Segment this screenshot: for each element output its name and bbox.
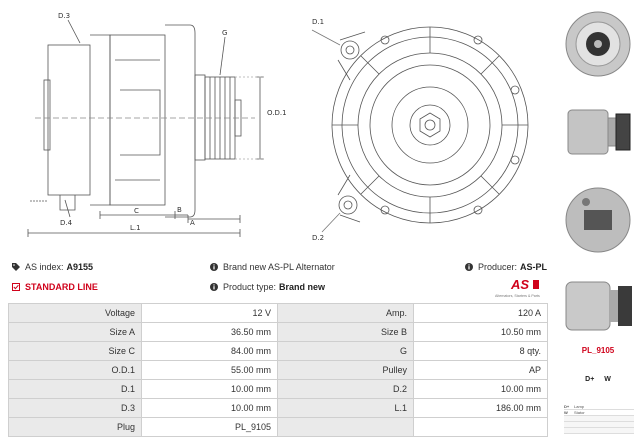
- spec-value: AP: [413, 360, 548, 380]
- label-a: A: [190, 219, 195, 227]
- label-c: C: [134, 207, 139, 215]
- spec-value: 10.00 mm: [141, 379, 278, 399]
- legend-row: D+ Lamp: [564, 404, 634, 410]
- spec-label: Size B: [277, 322, 414, 342]
- spec-label: O.D.1: [8, 360, 142, 380]
- photo-angle-view[interactable]: [556, 266, 640, 344]
- spec-value: [413, 417, 548, 437]
- info-icon: [210, 263, 218, 271]
- as-pl-logo: AS Alternators, Starters & Parts: [495, 277, 540, 298]
- standard-line: STANDARD LINE: [12, 282, 98, 292]
- spec-label: D.2: [277, 379, 414, 399]
- spec-value: 55.00 mm: [141, 360, 278, 380]
- spec-value: 8 qty.: [413, 341, 548, 361]
- product-type-value: Brand new: [279, 282, 326, 292]
- legend-desc: Stator: [574, 410, 585, 415]
- legend-row: W Stator: [564, 410, 634, 416]
- spec-label: G: [277, 341, 414, 361]
- as-index-value: A9155: [66, 262, 94, 272]
- tag-icon: [12, 263, 20, 271]
- label-d1: D.1: [312, 18, 324, 26]
- spec-label: L.1: [277, 398, 414, 418]
- photo-side-view[interactable]: [556, 92, 640, 170]
- legend-blank-row: [564, 416, 634, 422]
- spec-value: 12 V: [141, 303, 278, 323]
- legend-desc: Lamp: [574, 404, 585, 409]
- producer-label: Producer:: [478, 262, 518, 272]
- logo-tagline: Alternators, Starters & Parts: [495, 294, 540, 298]
- plug-pins: D+ W: [585, 376, 611, 383]
- label-od1: O.D.1: [267, 109, 287, 117]
- info-icon: [210, 283, 218, 291]
- spec-label: Size C: [8, 341, 142, 361]
- label-d4: D.4: [60, 219, 73, 227]
- spec-label: Size A: [8, 322, 142, 342]
- alternator-side-drawing: D.3 G O.D.1 D.4 C B A L.1: [27, 12, 287, 237]
- as-index-label: AS index:: [25, 262, 64, 272]
- info-icon: [465, 263, 473, 271]
- product-type: Product type: Brand new: [210, 282, 325, 292]
- label-d2: D.2: [312, 234, 324, 242]
- spec-value: 10.00 mm: [413, 379, 548, 399]
- photo-front-view[interactable]: [556, 4, 640, 82]
- label-d3: D.3: [58, 12, 70, 20]
- spec-label: Amp.: [277, 303, 414, 323]
- spec-label: Voltage: [8, 303, 142, 323]
- spec-value: 10.50 mm: [413, 322, 548, 342]
- spec-label: Pulley: [277, 360, 414, 380]
- photo-rear-view[interactable]: [556, 180, 640, 258]
- spec-value: 84.00 mm: [141, 341, 278, 361]
- label-g: G: [222, 29, 227, 37]
- spec-label: [277, 417, 414, 437]
- legend-pin: D+: [564, 404, 570, 409]
- description-text: Brand new AS-PL Alternator: [223, 262, 335, 272]
- label-l1: L.1: [130, 224, 141, 232]
- description: Brand new AS-PL Alternator: [210, 262, 335, 272]
- spec-value: PL_9105: [141, 417, 278, 437]
- spec-value: 120 A: [413, 303, 548, 323]
- legend-blank-row: [564, 422, 634, 428]
- spec-label: D.1: [8, 379, 142, 399]
- spec-value: 36.50 mm: [141, 322, 278, 342]
- standard-line-text: STANDARD LINE: [25, 282, 98, 292]
- label-b: B: [177, 206, 182, 214]
- check-square-icon: [12, 283, 20, 291]
- logo-text: AS: [510, 277, 529, 292]
- as-index: AS index: A9155: [12, 262, 93, 272]
- spec-label: D.3: [8, 398, 142, 418]
- alternator-front-drawing: D.1 D.2: [311, 18, 529, 242]
- legend-blank-row: [564, 428, 634, 434]
- producer-value: AS-PL: [520, 262, 548, 272]
- product-type-label: Product type:: [223, 282, 277, 292]
- legend-pin: W: [564, 410, 568, 415]
- producer: Producer: AS-PL: [465, 262, 547, 272]
- plug-name: PL_9105: [581, 346, 615, 355]
- spec-value: 10.00 mm: [141, 398, 278, 418]
- spec-value: 186.00 mm: [413, 398, 548, 418]
- spec-label: Plug: [8, 417, 142, 437]
